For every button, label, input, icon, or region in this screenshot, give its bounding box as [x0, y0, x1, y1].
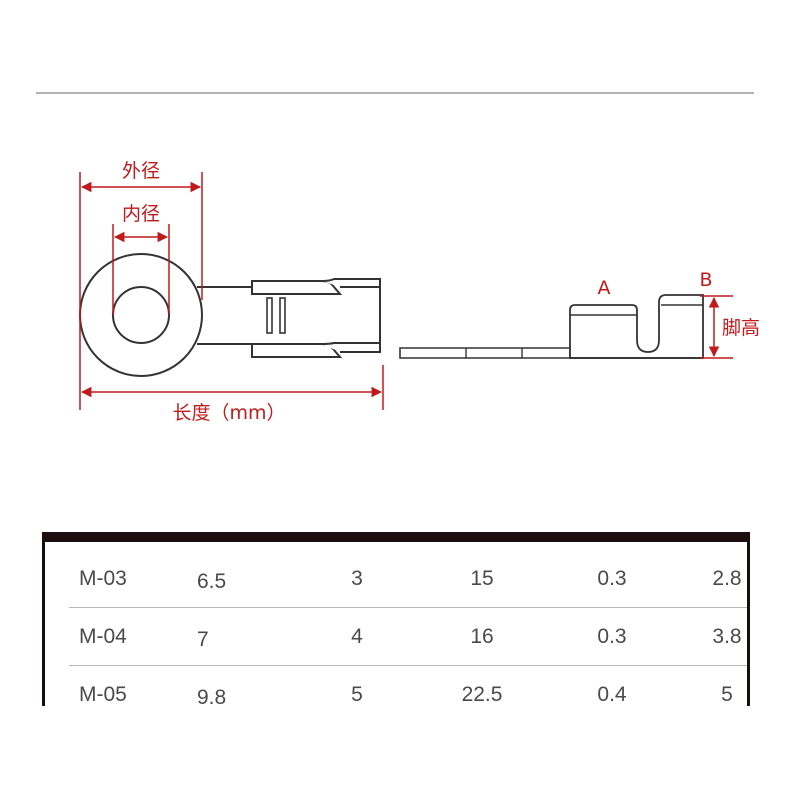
inner-diameter-cell: 3 [317, 550, 397, 608]
thickness-cell: 0.3 [567, 550, 657, 608]
length-label: 长度（mm） [172, 402, 285, 424]
thickness-cell: 0.4 [597, 682, 627, 706]
ring-terminal-side-view [399, 294, 704, 359]
spec-table-frame: M-03 6.5 3 15 0.3 2.8 M-04 7 4 16 0.3 3.… [42, 532, 750, 706]
table-row: M-04 7 4 16 0.3 3.8 [69, 607, 747, 666]
foot-height-label: 脚高 [722, 317, 760, 339]
inner-diameter-dimension: 内径 [112, 203, 170, 315]
lower-crimp-tail [321, 342, 381, 353]
outer-diameter-label: 外径 [122, 160, 160, 182]
spec-table: M-03 6.5 3 15 0.3 2.8 M-04 7 4 16 0.3 3.… [69, 550, 747, 707]
upper-crimp-wing [251, 280, 343, 295]
model-cell: M-03 [69, 550, 149, 608]
ring-terminal-top-view [79, 253, 381, 377]
outer-diameter-cell: 6.5 [149, 550, 317, 608]
length-cell: 16 [397, 607, 567, 666]
table-row: M-05 9.8 5 22.5 0.4 5 [69, 666, 747, 707]
foot-height-cell: 2.8 [657, 550, 747, 608]
model-cell: M-05 [79, 682, 127, 706]
inner-diameter-cell: 5 [351, 682, 363, 706]
slot-left [266, 297, 273, 334]
inner-diameter-cell: 4 [317, 607, 397, 666]
point-b-label: B [699, 269, 712, 291]
terminal-dimension-diagram: 外径 内径 长度（mm） A B [36, 92, 760, 424]
foot-height-cell: 3.8 [657, 607, 747, 666]
foot-height-dimension: 脚高 [700, 295, 760, 359]
outer-diameter-cell: 7 [149, 607, 317, 666]
length-dimension: 长度（mm） [80, 365, 384, 424]
inner-hole [112, 286, 170, 344]
length-cell: 15 [397, 550, 567, 608]
terminal-neck [197, 286, 252, 345]
outer-diameter-cell: 9.8 [197, 685, 227, 707]
slot-right [279, 297, 286, 334]
thickness-cell: 0.3 [567, 607, 657, 666]
upper-crimp-tail [321, 278, 381, 288]
table-row: M-03 6.5 3 15 0.3 2.8 [69, 550, 747, 608]
point-a-label: A [598, 277, 611, 299]
length-cell: 22.5 [461, 682, 503, 706]
inner-diameter-label: 内径 [122, 203, 160, 225]
foot-height-cell: 5 [721, 682, 733, 706]
model-cell: M-04 [69, 607, 149, 666]
base-strip [399, 347, 571, 359]
outer-diameter-dimension: 外径 [79, 160, 203, 410]
crimp-profile [569, 294, 704, 359]
